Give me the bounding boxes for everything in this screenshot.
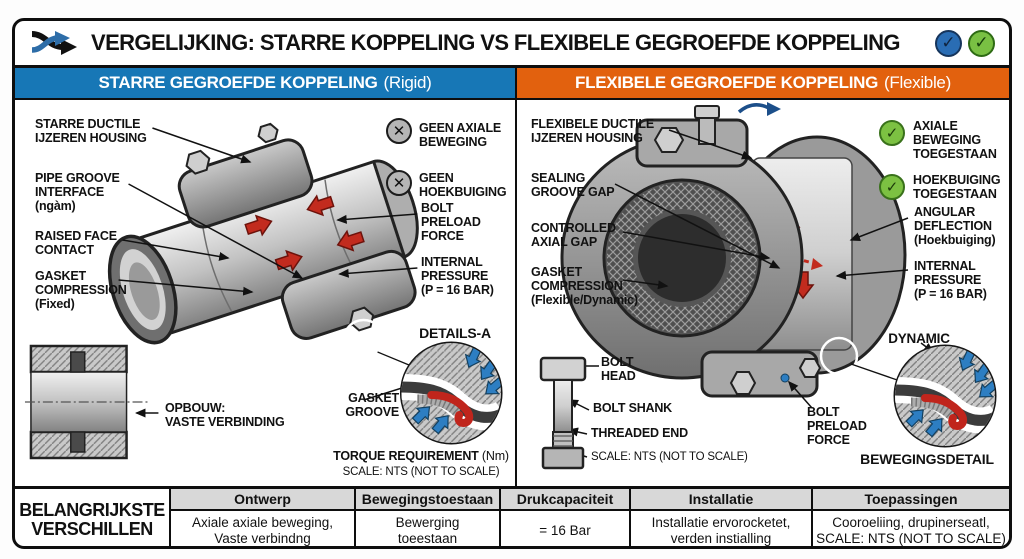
table-cell-drukcapaciteit: = 16 Bar — [501, 511, 631, 546]
page-title: VERGELIJKING: STARRE KOPPELING VS FLEXIB… — [91, 30, 901, 55]
left-panel-header-note: (Rigid) — [383, 73, 432, 92]
label-controlled-axial-gap: CONTROLLED AXIAL GAP — [531, 221, 616, 249]
flex-arrow-icon — [737, 103, 770, 114]
bolt-hex-bottom — [729, 371, 757, 395]
details-a-circle — [399, 341, 503, 445]
flexible-coupling-panel: FLEXIBELE DUCTILE IJZEREN HOUSING SEALIN… — [517, 100, 1009, 486]
flexible-coupling-drawing — [560, 102, 907, 398]
table-header-ontwerp: Ontwerp — [171, 489, 356, 511]
gasket-crosshatch-ring — [607, 183, 757, 333]
detail-highlight-circle — [342, 318, 385, 362]
right-panel-header-note: (Flexible) — [884, 73, 951, 92]
no-axial-movement-icon: ✕ — [386, 118, 412, 144]
housing-bottom-lug — [700, 350, 819, 398]
table-header-bewegingstoestaan: Bewegingstoestaan — [356, 489, 501, 511]
label-starre-ductile-housing: STARRE DUCTILE IJZEREN HOUSING — [35, 117, 147, 145]
label-angular-deflection: ANGULAR DEFLECTION (Hoekbuiging) — [914, 205, 996, 247]
table-cell-installatie: Installatie ervorocketet, verden instial… — [631, 511, 813, 546]
pipe-cross-section-icon — [24, 344, 151, 460]
bewegingsdetail-caption: BEWEGINGSDETAIL — [860, 451, 994, 467]
shuffle-arrows-icon — [31, 31, 77, 55]
label-hoekbuiging-toegestaan: HOEKBUIGING TOEGESTAAN — [913, 173, 1001, 201]
scale-note: SCALE: NTS (NOT TO SCALE) — [342, 466, 500, 478]
label-geen-axiale-beweging: GEEN AXIALE BEWEGING — [419, 121, 502, 149]
label-gasket-groove: GASKET GROOVE — [345, 391, 399, 419]
left-panel-header-text: STARRE GEGROEFDE KOPPELING — [98, 73, 378, 92]
table-header-drukcapaciteit: Drukcapaciteit — [501, 489, 631, 511]
label-threaded-end: THREADED END — [591, 426, 688, 440]
right-panel-header-text: FLEXIBELE GEGROEFDE KOPPELING — [575, 73, 879, 92]
label-opbouw-vaste-verbinding: OPBOUW: VASTE VERBINDING — [165, 401, 285, 429]
housing-top-half — [177, 138, 314, 229]
details-a-title: DETAILS-A — [419, 325, 491, 341]
label-raised-face-contact: RAISED FACE CONTACT — [35, 229, 117, 257]
panel-headers: STARRE GEGROEFDE KOPPELING (Rigid) FLEXI… — [15, 68, 1009, 100]
table-cell-toepassingen: Cooroeliing, drupinerseatl, SCALE: NTS (… — [813, 511, 1009, 546]
label-axiale-beweging-toegestaan: AXIALE BEWEGING TOEGESTAAN — [913, 119, 997, 161]
table-cell-ontwerp: Axiale axiale beweging, Vaste verbindng — [171, 511, 356, 546]
bewegingsdetail-circle — [893, 344, 997, 448]
blue-check-circle-icon: ✓ — [935, 29, 962, 57]
label-flexibele-ductile-housing: FLEXIBELE DUCTILE IJZEREN HOUSING — [531, 117, 654, 145]
bolt-preload-dot — [780, 373, 790, 383]
label-gasket-compression-fixed: GASKET COMPRESSION (Fixed) — [35, 269, 127, 311]
label-bolt-shank: BOLT SHANK — [593, 401, 673, 415]
detail-highlight-circle — [819, 336, 859, 376]
table-header-toepassingen: Toepassingen — [813, 489, 1009, 511]
label-internal-pressure: INTERNAL PRESSURE (P = 16 BAR) — [914, 259, 987, 301]
label-gasket-compression-flexible: GASKET COMPRESSION (Flexible/Dynamic) — [531, 265, 638, 307]
label-sealing-groove-gap: SEALING GROOVE GAP — [531, 171, 615, 199]
label-bolt-head: BOLT HEAD — [601, 355, 636, 383]
angular-deflection-allowed-icon: ✓ — [879, 174, 905, 200]
label-geen-hoekbuiging: GEEN HOEKBUIGING — [419, 171, 507, 199]
title-bar: VERGELIJKING: STARRE KOPPELING VS FLEXIB… — [15, 21, 1009, 68]
label-internal-pressure: INTERNAL PRESSURE (P = 16 BAR) — [421, 255, 494, 297]
rigid-coupling-drawing — [107, 122, 419, 345]
bolt-icon — [539, 356, 587, 470]
green-check-circle-icon: ✓ — [968, 29, 995, 57]
bolt-hex-top — [185, 149, 211, 175]
label-bolt-preload-force: BOLT PRELOAD FORCE — [807, 405, 867, 447]
rigid-coupling-illustration — [24, 122, 503, 460]
label-bolt-preload-force: BOLT PRELOAD FORCE — [421, 201, 481, 243]
label-pipe-groove-interface: PIPE GROOVE INTERFACE (ngàm) — [35, 171, 120, 213]
torque-requirement-note: TORQUE REQUIREMENT (Nm) — [333, 449, 509, 463]
table-header-installatie: Installatie — [631, 489, 813, 511]
right-panel-header: FLEXIBELE GEGROEFDE KOPPELING (Flexible) — [517, 68, 1009, 98]
flexible-coupling-illustration — [539, 102, 997, 470]
table-title: BELANGRIJKSTE VERSCHILLEN — [15, 489, 171, 546]
outer-frame: VERGELIJKING: STARRE KOPPELING VS FLEXIB… — [12, 18, 1012, 549]
leader-lines — [567, 129, 935, 459]
table-cell-bewegingstoestaan: Bewerging toeestaan — [356, 511, 501, 546]
panel-bodies: STARRE DUCTILE IJZEREN HOUSING PIPE GROO… — [15, 100, 1009, 486]
dynamic-title: DYNAMIC — [888, 331, 950, 346]
left-panel-header: STARRE GEGROEFDE KOPPELING (Rigid) — [15, 68, 517, 98]
axial-movement-allowed-icon: ✓ — [879, 120, 905, 146]
comparison-table: BELANGRIJKSTE VERSCHILLEN Ontwerp Bewegi… — [15, 486, 1009, 546]
scale-note: SCALE: NTS (NOT TO SCALE) — [591, 451, 748, 463]
rigid-coupling-panel: STARRE DUCTILE IJZEREN HOUSING PIPE GROO… — [15, 100, 517, 486]
bolt-hex-top — [653, 127, 685, 153]
leader-lines — [118, 127, 429, 418]
title-badges: ✓ ✓ — [935, 29, 995, 57]
no-angular-deflection-icon: ✕ — [386, 170, 412, 196]
